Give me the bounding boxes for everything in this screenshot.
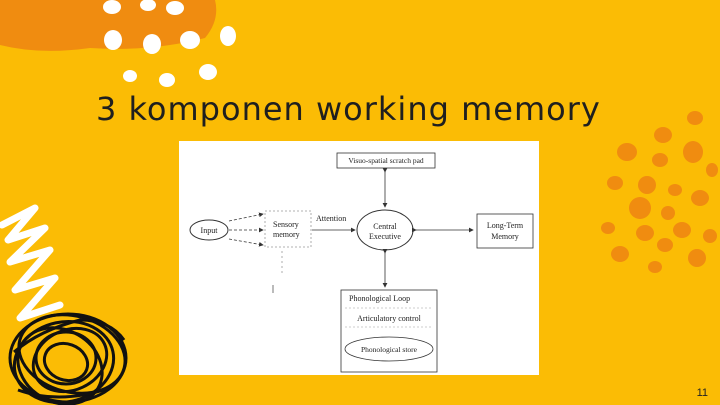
attention-label: Attention (316, 214, 346, 223)
visuo-label: Visuo-spatial scratch pad (348, 156, 424, 165)
longterm-label-2: Memory (491, 232, 519, 241)
sensory-label-2: memory (273, 230, 300, 239)
page-number: 11 (696, 387, 708, 399)
phono-store-label: Phonological store (361, 345, 418, 354)
sensory-memory-box (264, 210, 312, 248)
input-label: Input (201, 226, 219, 235)
slide-title: 3 komponen working memory (96, 90, 601, 128)
sensory-label-1: Sensory (273, 220, 299, 229)
central-label-2: Executive (369, 232, 401, 241)
phonological-store-node (344, 336, 434, 362)
orange-dots-right (601, 111, 718, 273)
long-term-memory-box (476, 213, 534, 249)
input-node (189, 219, 229, 241)
articulatory-label: Articulatory control (357, 314, 422, 323)
phonological-loop-box (340, 289, 438, 373)
working-memory-diagram: Input Sensory memory Attention Central E… (179, 141, 539, 375)
white-dots-top-left (103, 0, 236, 87)
white-zigzag-left (0, 204, 64, 322)
diagram-svg: Input Sensory memory Attention Central E… (189, 152, 534, 373)
black-scribble (8, 312, 128, 405)
central-label-1: Central (373, 222, 397, 231)
phono-loop-label: Phonological Loop (349, 294, 410, 303)
brush-stroke-top-left (0, 0, 217, 51)
longterm-label-1: Long-Term (487, 221, 524, 230)
